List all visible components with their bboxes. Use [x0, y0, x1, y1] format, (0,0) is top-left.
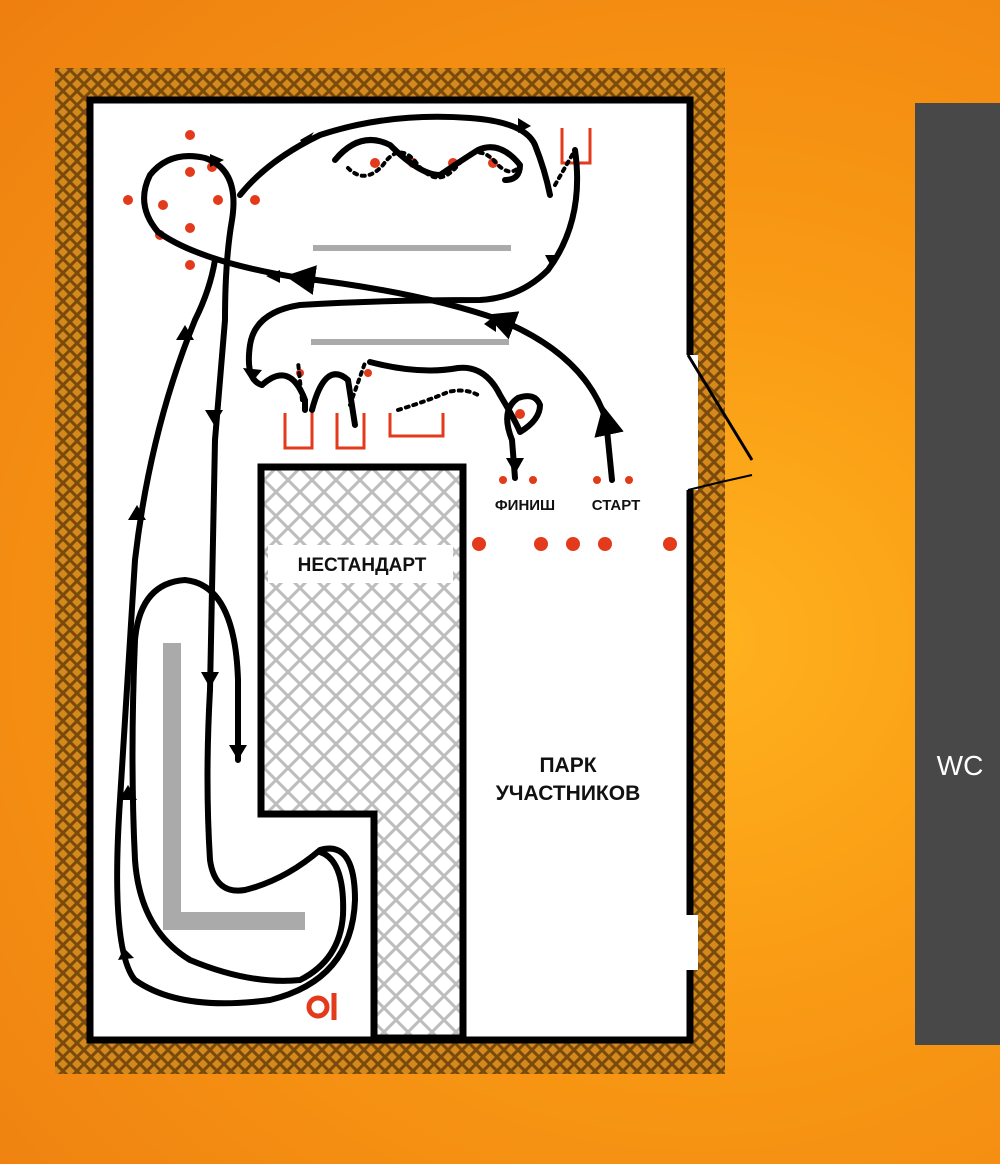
route-segment-hairpin: [129, 577, 347, 984]
route-segment-left-descent: [207, 437, 218, 693]
cone-icon: [185, 223, 195, 233]
route-arrow-icon: [266, 270, 280, 283]
finish-label: ФИНИШ: [495, 497, 555, 514]
door-swing: [687, 474, 753, 491]
cone-icon: [185, 260, 195, 270]
door-panel: [686, 354, 754, 461]
route-arrow-icon: [176, 325, 194, 340]
route-arrow-icon: [201, 672, 219, 688]
wc-block: [915, 103, 1000, 1045]
cone-icon: [566, 537, 580, 551]
nonstandard-label: НЕСТАНДАРТ: [298, 555, 427, 576]
route-segment-right-down: [245, 147, 581, 388]
park-label-line1: ПАРК: [539, 754, 596, 777]
park-label-line2: УЧАСТНИКОВ: [496, 782, 641, 805]
cone-icon: [213, 195, 223, 205]
route-segment-slalom: [332, 137, 523, 183]
route-segment-gates: [259, 371, 358, 428]
cone-icon: [370, 158, 380, 168]
cone-icon: [158, 200, 168, 210]
cone-icon: [663, 537, 677, 551]
wc-label: WC: [937, 750, 984, 781]
route-arrow-icon: [518, 118, 531, 133]
route-arrow-icon: [484, 315, 496, 332]
cone-icon: [625, 476, 633, 484]
cone-icon: [123, 195, 133, 205]
route-arrow-icon: [545, 255, 560, 268]
start-label: СТАРТ: [592, 497, 640, 514]
route-arrow-icon: [128, 505, 146, 520]
cone-icon: [499, 476, 507, 484]
route: [114, 113, 624, 1007]
route-segment-lower-loop: [114, 257, 358, 1007]
barrier-l-shape: [163, 643, 305, 930]
route-segment-top-arc: [237, 113, 553, 198]
cone-icon: [598, 537, 612, 551]
logo-icon: [306, 993, 337, 1020]
route-arrows: [118, 118, 616, 960]
cone-icon: [472, 537, 486, 551]
route-segment-start: [155, 229, 624, 483]
start-cones: [593, 476, 633, 484]
route-arrow-icon: [243, 368, 262, 382]
route-arrow-icon: [300, 132, 314, 146]
cone-icon: [185, 130, 195, 140]
cone-icon: [515, 409, 525, 419]
route-arrow-icon: [506, 458, 524, 474]
route-arrow-icon: [210, 154, 224, 167]
route-segment-loop-top-left: [141, 153, 237, 443]
route-arrow-icon: [118, 948, 134, 960]
nonstandard-zone: [257, 463, 467, 1042]
route-segment-to-finish: [367, 359, 543, 481]
cone-icon: [250, 195, 260, 205]
route-arrow-icon: [598, 418, 616, 432]
cone-icon: [364, 369, 372, 377]
route-arrow-icon: [229, 745, 247, 760]
cone-icon: [185, 167, 195, 177]
park-boundary-cones: [472, 537, 677, 551]
route-arrow-icon: [205, 410, 223, 425]
cone-icon: [593, 476, 601, 484]
nonstandard-label-bg: [268, 545, 453, 583]
route-arrow-icon: [119, 785, 137, 800]
finish-cones: [499, 476, 537, 484]
cone-icon: [529, 476, 537, 484]
cone-icon: [534, 537, 548, 551]
lower-door-gap: [684, 915, 698, 970]
right-door-gap: [684, 355, 698, 490]
slalom-dotted-line: [346, 150, 522, 180]
